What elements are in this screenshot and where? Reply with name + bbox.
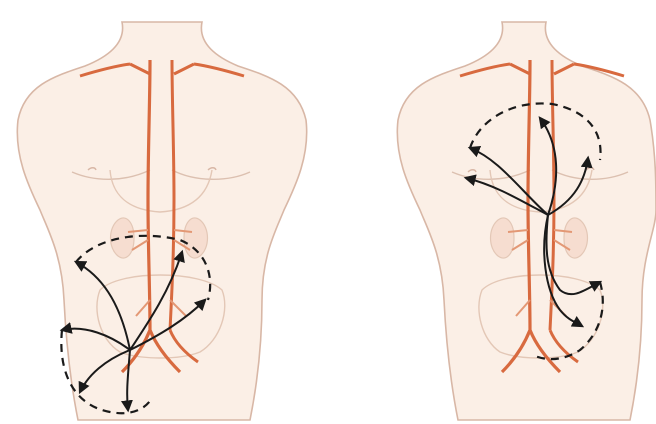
left-kidney-left (111, 218, 135, 258)
right-kidney-right (564, 218, 588, 258)
right-kidney-left (491, 218, 515, 258)
left-torso-outline (17, 22, 306, 420)
left-kidney-right (184, 218, 208, 258)
right-panel (397, 22, 656, 420)
left-panel (17, 22, 306, 420)
